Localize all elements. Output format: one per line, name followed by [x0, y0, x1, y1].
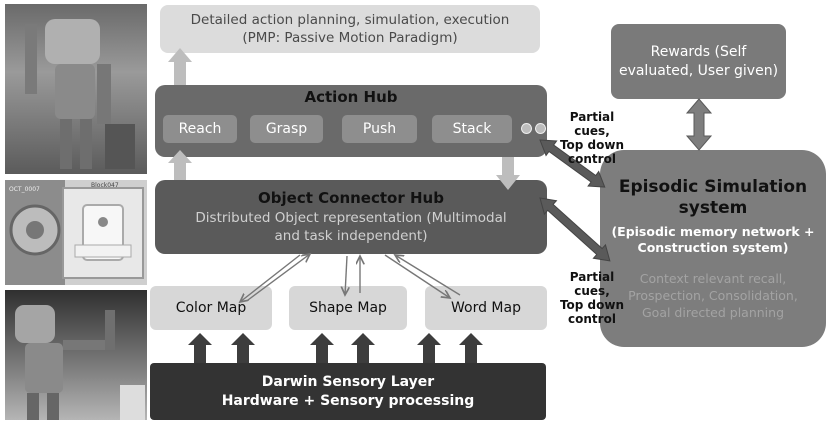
robot-figure-bottom	[15, 305, 145, 420]
arrow-rewards-episodic	[685, 98, 713, 151]
connector-hub-subtitle: Distributed Object representation (Multi…	[195, 209, 506, 245]
episodic-sub-line-1: (Episodic memory network +	[611, 224, 815, 239]
connector-hub-line-1: Distributed Object representation (Multi…	[195, 210, 507, 226]
object-connector-hub: Object Connector Hub Distributed Object …	[155, 180, 547, 254]
object-photos: OCT_0007 Block047	[5, 180, 147, 285]
arrow-up-to-planning	[168, 48, 192, 85]
rewards-line-1: Rewards (Self	[650, 43, 747, 60]
cue-bottom-line-3: control	[568, 312, 616, 326]
robot-photo-top	[5, 4, 147, 174]
episodic-title-line-2: system	[678, 198, 748, 218]
action-hub: Action Hub Reach Grasp Push Stack	[155, 85, 547, 157]
sensory-line-1: Darwin Sensory Layer	[261, 373, 435, 390]
object-label-right: Block047	[91, 182, 119, 189]
cue-bottom-line-1: Partial cues,	[569, 270, 615, 298]
action-hub-title: Action Hub	[304, 88, 398, 106]
episodic-desc-line-2: Prospection, Consolidation,	[628, 288, 798, 303]
episodic-desc-line-3: Goal directed planning	[641, 305, 785, 320]
partial-cues-label-top: Partial cues, Top down control	[551, 110, 633, 166]
shape-map: Shape Map	[289, 286, 407, 330]
skill-push: Push	[342, 115, 417, 143]
episodic-description: Context relevant recall, Prospection, Co…	[628, 270, 798, 321]
rewards-box: Rewards (Self evaluated, User given)	[611, 24, 786, 99]
episodic-subtitle: (Episodic memory network + Construction …	[611, 224, 814, 256]
planning-box: Detailed action planning, simulation, ex…	[160, 5, 540, 53]
episodic-title: Episodic Simulation system	[619, 177, 807, 219]
word-map: Word Map	[425, 286, 547, 330]
connector-hub-line-2: and task independent)	[274, 228, 428, 244]
planning-line-1: Detailed action planning, simulation, ex…	[190, 12, 510, 28]
skill-stack: Stack	[432, 115, 512, 143]
skill-reach: Reach	[163, 115, 237, 143]
object-figures	[5, 180, 144, 285]
color-map: Color Map	[150, 286, 272, 330]
cue-top-line-3: control	[568, 152, 616, 166]
darwin-sensory-layer: Darwin Sensory Layer Hardware + Sensory …	[150, 363, 546, 420]
cue-bottom-line-2: Top down	[559, 298, 625, 312]
robot-figure-top	[25, 19, 135, 169]
object-label-left: OCT_0007	[9, 186, 40, 193]
more-dot	[535, 123, 546, 134]
episodic-simulation-system: Episodic Simulation system (Episodic mem…	[600, 150, 826, 347]
cue-top-line-1: Partial cues,	[569, 110, 615, 138]
more-dot	[521, 123, 532, 134]
sensory-line-2: Hardware + Sensory processing	[221, 392, 475, 409]
cue-top-line-2: Top down	[559, 138, 625, 152]
robot-photo-bottom	[5, 290, 147, 420]
episodic-sub-line-2: Construction system)	[637, 240, 789, 255]
rewards-line-2: evaluated, User given)	[618, 62, 779, 79]
skill-grasp: Grasp	[250, 115, 323, 143]
partial-cues-label-bottom: Partial cues, Top down control	[551, 270, 633, 326]
planning-line-2: (PMP: Passive Motion Paradigm)	[242, 30, 458, 46]
episodic-desc-line-1: Context relevant recall,	[639, 271, 787, 286]
episodic-title-line-1: Episodic Simulation	[618, 177, 808, 197]
sensory-to-map-arrows	[188, 333, 483, 363]
connector-hub-title: Object Connector Hub	[258, 189, 444, 207]
